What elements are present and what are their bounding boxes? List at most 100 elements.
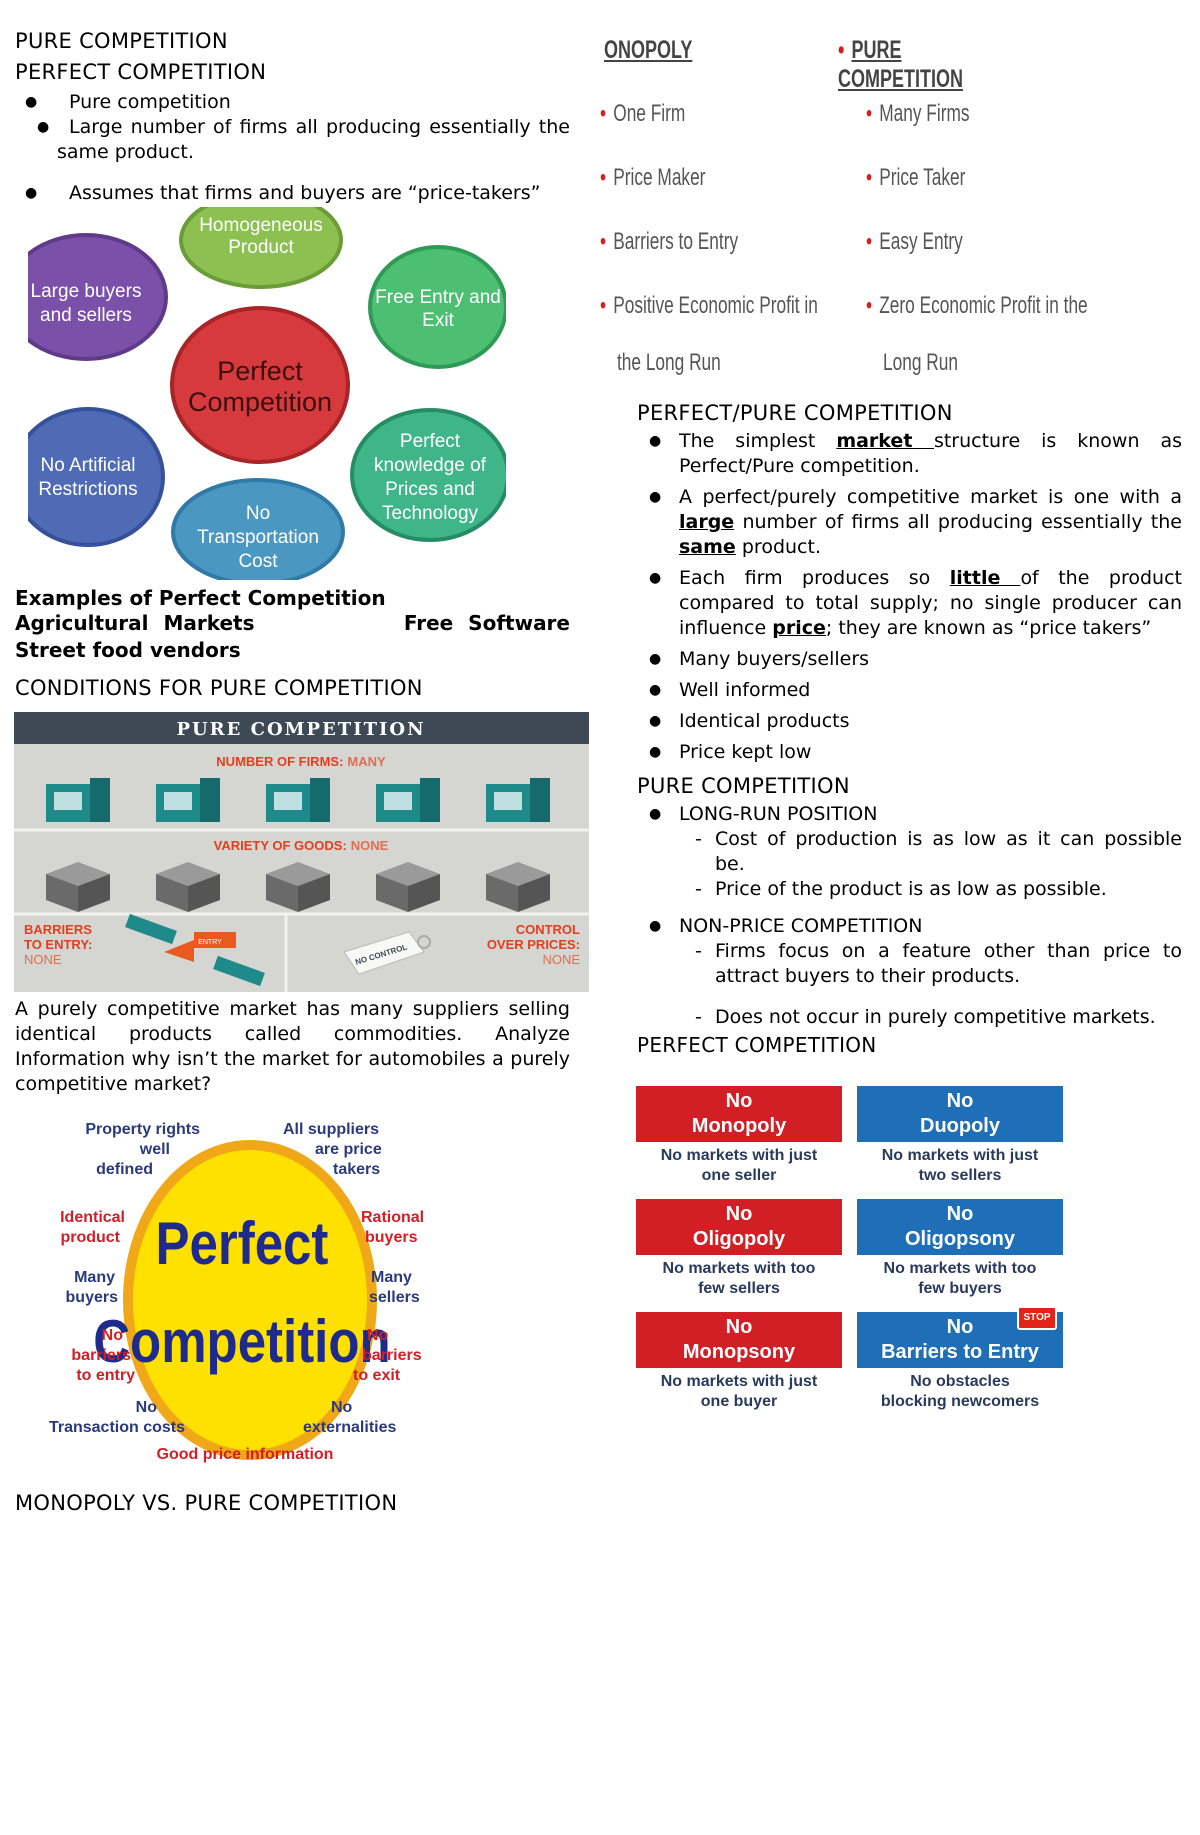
long-run-heading: LONG-RUN POSITION [637,802,1182,827]
example-free-software: Free Software [403,611,570,635]
text-run: A perfect/purely competitive market is o… [679,486,1182,508]
oval-word-competition: Competition [93,1308,390,1375]
compare-item-text: Positive Economic Profit in [613,292,818,319]
tile-description: No markets with too few buyers [857,1259,1063,1299]
intro-bullet: Large number of firms all producing esse… [15,115,570,165]
oval-line: No [367,1327,389,1344]
oval-word-perfect: Perfect [156,1210,329,1277]
oval-line: buyers [66,1289,119,1306]
long-run-items: Cost of production is as low as it can p… [637,827,1182,902]
oval-line: All suppliers [283,1121,379,1138]
long-run-list: LONG-RUN POSITION [637,802,1182,827]
oval-line: well [139,1141,170,1158]
boxes-row [46,862,550,912]
tile-desc-line: one seller [701,1167,777,1184]
examples-title: Examples of Perfect Competition [15,586,386,610]
perfect-competition-title-right: PERFECT COMPETITION [637,1033,877,1057]
oval-line: Many [74,1269,115,1286]
tile-name: Oligopsony [905,1228,1015,1250]
intro-bullet: Pure competition [15,90,570,115]
compare-item: •Price Maker [600,164,705,192]
compare-item-text: Barriers to Entry [613,228,739,255]
examples-line: Agricultural Markets Free Software [15,611,570,637]
oval-label-bottom: Good price information [157,1446,334,1463]
tile-desc-line: No markets with too [883,1260,1037,1277]
pp-bullet: Price kept low [637,740,1182,765]
pp-bullet: Well informed [637,678,1182,703]
compare-item: •One Firm [600,100,685,128]
tile-name: Monopoly [691,1115,787,1137]
petal-line: Technology [382,503,479,524]
compare-item-text: Price Taker [879,164,966,191]
box-icon [156,862,220,912]
monopoly-comparison-image: ONOPOLY •PURE COMPETITION •One Firm•Pric… [600,28,1088,390]
oval-line: buyers [365,1229,418,1246]
barriers-label2: TO ENTRY: [24,937,92,952]
conditions-title: CONDITIONS FOR PURE COMPETITION [15,676,423,700]
oval-line: barriers [362,1347,422,1364]
oval-line: takers [333,1161,380,1178]
barriers-value: NONE [24,952,62,967]
oval-line: Many [371,1269,412,1286]
underlined-term: little [949,567,1021,589]
infographic-header: PURE COMPETITION [176,719,425,740]
bullet-icon: • [600,100,607,127]
oval-line: Identical [60,1209,125,1226]
petal-line: Transportation [197,527,319,548]
petal-line: No Artificial [40,455,135,476]
compare-item-text: One Firm [613,100,686,127]
text-run: Each firm produces so [679,567,950,589]
petal-line: Exit [422,310,454,331]
compare-right-head: •PURE COMPETITION [838,36,1012,94]
non-price-list: NON-PRICE COMPETITION [637,914,1182,939]
compare-item-text: Zero Economic Profit in the [879,292,1088,319]
oval-line: Property rights [85,1121,200,1138]
tile-name: Barriers to Entry [881,1341,1039,1363]
petal-line: and sellers [40,305,132,326]
text-run: of the product compared to total supply;… [679,567,1182,639]
stop-sign-icon: STOP [1017,1306,1057,1330]
underlined-term: same [679,536,736,558]
title-pure-competition: PURE COMPETITION [15,29,228,53]
long-run-item: Cost of production is as low as it can p… [679,827,1182,877]
goods-text: VARIETY OF GOODS:NONE [214,838,389,853]
tile-desc-line: few buyers [918,1280,1002,1297]
building-icon [156,778,220,822]
oval-line: barriers [71,1347,131,1364]
control-block: CONTROL OVER PRICES: NONE [487,922,581,967]
compare-item-text: Many Firms [879,100,970,127]
firms-text: NUMBER OF FIRMS:MANY [216,754,386,769]
box-icon [486,862,550,912]
control-value: NONE [542,952,580,967]
pp-bullet: Identical products [637,709,1182,734]
pp-bullet: Each firm produces so little of the prod… [637,566,1182,641]
building-icon [376,778,440,822]
tile-no: No [725,1203,753,1225]
entry-sign: ENTRY [198,939,222,946]
oval-line: Transaction costs [49,1419,185,1436]
perfect-pure-title: PERFECT/PURE COMPETITION [637,401,953,425]
petal-line: Cost [238,551,278,572]
bullet-icon: • [866,164,873,191]
underlined-term: large [679,511,735,533]
